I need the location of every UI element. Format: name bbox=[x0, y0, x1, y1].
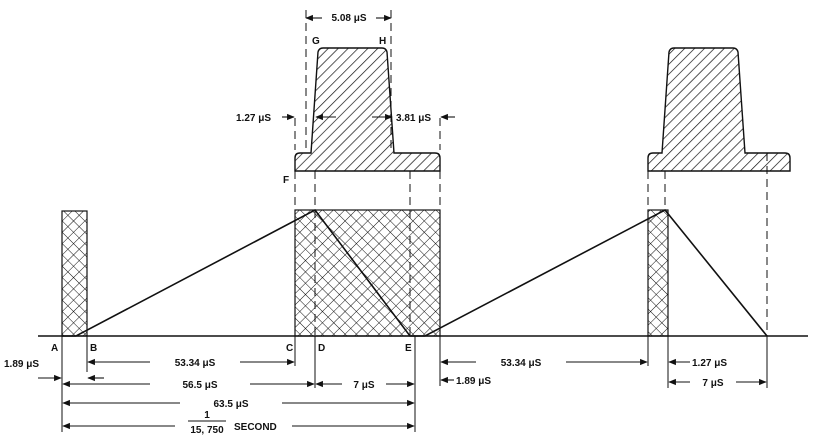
dim-retrace-left: 7 μS bbox=[353, 380, 374, 391]
dimension-arrows bbox=[38, 14, 767, 430]
dim-fraction-unit: SECOND bbox=[234, 422, 277, 433]
point-label-f: F bbox=[283, 175, 289, 186]
dim-e-offset: 1.89 μS bbox=[456, 376, 491, 387]
dim-line-period: 63.5 μS bbox=[213, 399, 248, 410]
point-label-d: D bbox=[318, 343, 325, 354]
blanking-bar-left bbox=[61, 210, 88, 337]
blanking-block-center bbox=[294, 209, 441, 337]
sync-pulse-center bbox=[294, 47, 441, 172]
point-label-c: C bbox=[286, 343, 293, 354]
dim-trace-left: 53.34 μS bbox=[175, 358, 216, 369]
dashed-guides bbox=[294, 10, 768, 336]
dim-right-front-porch: 1.27 μS bbox=[692, 358, 727, 369]
dim-retrace-right: 7 μS bbox=[702, 378, 723, 389]
dim-top-width: 5.08 μS bbox=[331, 13, 366, 24]
dim-ac-total: 56.5 μS bbox=[182, 380, 217, 391]
dim-fraction-numerator: 1 bbox=[204, 410, 210, 421]
point-label-e: E bbox=[405, 343, 412, 354]
point-label-b: B bbox=[90, 343, 97, 354]
point-label-g: G bbox=[312, 36, 320, 47]
dim-back-porch: 3.81 μS bbox=[396, 113, 431, 124]
point-label-h: H bbox=[379, 36, 386, 47]
extension-lines bbox=[61, 336, 768, 432]
dim-a-offset: 1.89 μS bbox=[4, 359, 39, 370]
sync-pulse-right bbox=[647, 47, 791, 172]
point-label-a: A bbox=[51, 343, 58, 354]
dim-trace-right: 53.34 μS bbox=[501, 358, 542, 369]
sawtooth-wave bbox=[62, 208, 768, 337]
dim-front-porch: 1.27 μS bbox=[236, 113, 271, 124]
blanking-bar-right bbox=[647, 209, 669, 337]
dim-fraction-denominator: 15, 750 bbox=[190, 425, 224, 436]
